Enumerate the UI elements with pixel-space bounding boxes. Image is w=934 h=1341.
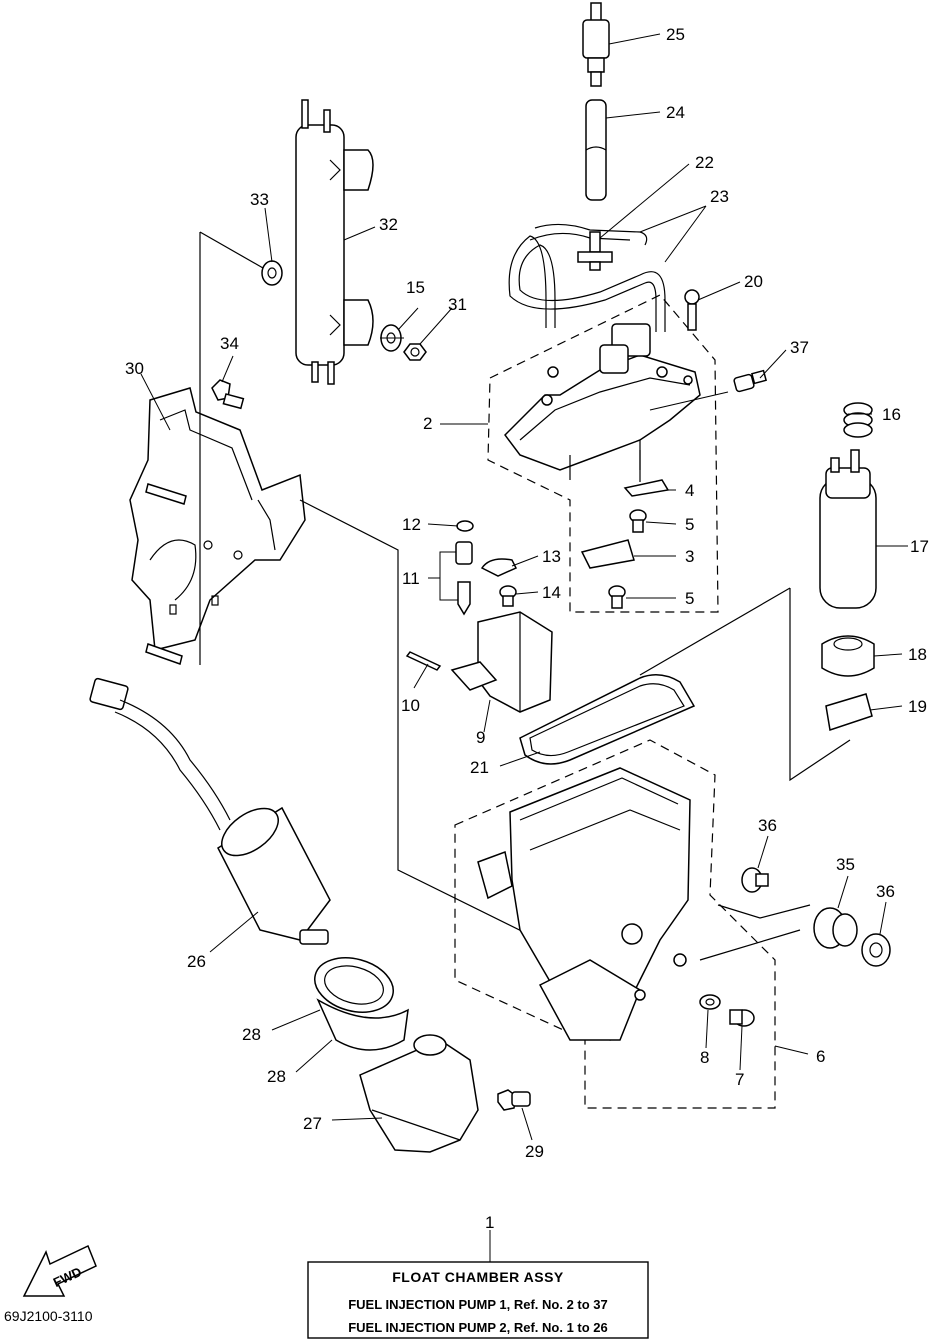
callout-12: 12	[402, 515, 421, 534]
callout-30: 30	[125, 359, 144, 378]
callout-13: 13	[542, 547, 561, 566]
part-30-bracket[interactable]	[129, 387, 306, 665]
part-3-float-bracket[interactable]	[580, 539, 635, 569]
callout-18: 18	[908, 645, 927, 664]
assembly-guide-line-d	[789, 588, 851, 782]
part-12-o-ring[interactable]	[456, 520, 474, 532]
callout-37: 37	[790, 338, 809, 357]
part-14-screw[interactable]	[499, 585, 517, 607]
callout-36-lower: 36	[876, 882, 895, 901]
part-23-fuel-hoses[interactable]	[508, 223, 666, 332]
part-18-pump-holder[interactable]	[821, 635, 875, 677]
callout-19: 19	[908, 697, 927, 716]
callout-25: 25	[666, 25, 685, 44]
part-34-bolt[interactable]	[211, 379, 245, 410]
assembly-box-line-2: FUEL INJECTION PUMP 2, Ref. No. 1 to 26	[348, 1320, 608, 1335]
callout-16: 16	[882, 405, 901, 424]
part-26-fuel-pump[interactable]	[89, 677, 331, 945]
callout-33: 33	[250, 190, 269, 209]
callout-9: 9	[476, 728, 485, 747]
assembly-guide-line-b	[199, 231, 264, 269]
part-37-sensor[interactable]	[733, 369, 768, 393]
part-28-sleeve-inner[interactable]	[316, 998, 409, 1051]
callout-6: 6	[816, 1047, 825, 1066]
callout-14: 14	[542, 583, 561, 602]
callout-1: 1	[485, 1213, 494, 1232]
part-5-screw-upper[interactable]	[629, 509, 647, 533]
callout-24: 24	[666, 103, 685, 122]
leader-lines	[140, 33, 908, 1262]
callout-26: 26	[187, 952, 206, 971]
assembly-group-6-outline	[454, 739, 776, 1109]
part-2-float-chamber-cover[interactable]	[504, 323, 701, 480]
callout-4: 4	[685, 481, 694, 500]
part-33-grommet[interactable]	[261, 260, 283, 286]
assembly-box-line-1: FUEL INJECTION PUMP 1, Ref. No. 2 to 37	[348, 1297, 608, 1312]
callout-17: 17	[910, 537, 929, 556]
part-25-hose-joint[interactable]	[582, 2, 610, 87]
part-6-float-chamber-body[interactable]	[477, 767, 691, 1041]
part-4-float-arm[interactable]	[623, 450, 670, 497]
part-21-gasket[interactable]	[519, 674, 696, 765]
assembly-group-2-outline	[487, 294, 719, 613]
callout-5-lower: 5	[685, 589, 694, 608]
diagram-code: 69J2100-3110	[4, 1308, 93, 1324]
part-32-fuel-cooler[interactable]	[295, 99, 374, 385]
part-9-float[interactable]	[450, 611, 553, 713]
part-11-needle-valve[interactable]	[455, 541, 473, 616]
callout-22: 22	[695, 153, 714, 172]
part-8-washer[interactable]	[699, 994, 721, 1010]
callout-35: 35	[836, 855, 855, 874]
callout-5-upper: 5	[685, 515, 694, 534]
callout-32: 32	[379, 215, 398, 234]
part-20-screw[interactable]	[684, 289, 700, 331]
callout-3: 3	[685, 547, 694, 566]
callout-27: 27	[303, 1114, 322, 1133]
part-27-pump-bracket[interactable]	[359, 1034, 479, 1153]
callout-20: 20	[744, 272, 763, 291]
callout-34: 34	[220, 334, 239, 353]
callout-7: 7	[735, 1070, 744, 1089]
callout-11: 11	[402, 569, 420, 588]
callout-29: 29	[525, 1142, 544, 1161]
callout-36-upper: 36	[758, 816, 777, 835]
part-19-rubber-mount[interactable]	[825, 693, 873, 731]
callout-10: 10	[401, 696, 420, 715]
assembly-reference-box: FLOAT CHAMBER ASSY FUEL INJECTION PUMP 1…	[307, 1261, 649, 1339]
part-5-screw-lower[interactable]	[608, 585, 626, 609]
callout-8: 8	[700, 1048, 709, 1067]
callout-15: 15	[406, 278, 425, 297]
part-28-sleeve-outer[interactable]	[309, 950, 400, 1021]
part-24-hose[interactable]	[585, 99, 607, 201]
fwd-arrow-icon: FWD	[22, 1244, 97, 1297]
part-36-collar-lower[interactable]	[861, 933, 891, 967]
assembly-guide-line-c	[299, 499, 561, 951]
part-10-pin[interactable]	[405, 651, 442, 671]
part-29-bolt[interactable]	[497, 1089, 531, 1111]
part-35-grommet[interactable]	[813, 907, 858, 949]
part-36-collar-upper[interactable]	[741, 867, 769, 893]
callout-28-upper: 28	[242, 1025, 261, 1044]
part-13-clip[interactable]	[480, 558, 518, 577]
callout-31: 31	[448, 295, 467, 314]
mount-guide-line	[699, 904, 811, 961]
callout-23: 23	[710, 187, 729, 206]
callout-labels: 25 24 22 23 20 37 2 4 5 3 5 33 32 15 31 …	[125, 25, 929, 1232]
part-17-fuel-pump[interactable]	[819, 449, 877, 609]
callout-21: 21	[470, 758, 489, 777]
part-22-tee-joint[interactable]	[577, 231, 613, 271]
assembly-guide-line-e	[639, 587, 791, 676]
callout-28-lower: 28	[267, 1067, 286, 1086]
callout-2: 2	[423, 414, 432, 433]
assembly-box-title: FLOAT CHAMBER ASSY	[392, 1269, 564, 1285]
part-31-nut[interactable]	[403, 343, 427, 361]
part-7-drain-screw[interactable]	[729, 1009, 755, 1027]
part-16-damper[interactable]	[843, 402, 873, 438]
